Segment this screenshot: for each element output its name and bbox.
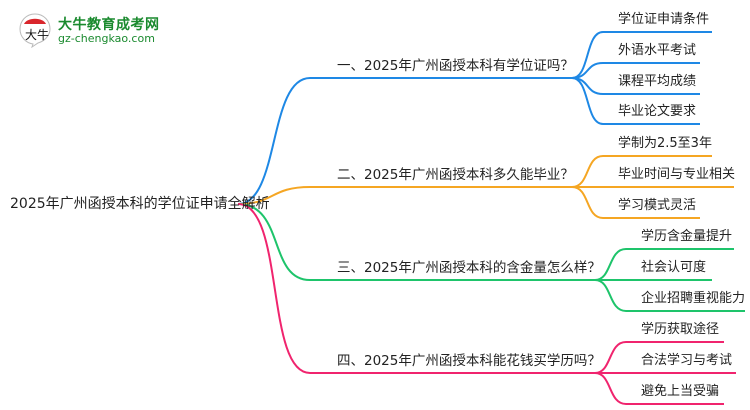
- branch-node-3[interactable]: 三、2025年广州函授本科的含金量怎么样？: [337, 260, 601, 276]
- leaf-node[interactable]: 学习模式灵活: [618, 198, 697, 213]
- logo-site-url: gz-chengkao.com: [58, 32, 155, 45]
- connectors-branch-2-children: [571, 155, 734, 219]
- leaf-node[interactable]: 学制为2.5至3年: [618, 136, 712, 151]
- leaf-node[interactable]: 毕业论文要求: [618, 104, 697, 119]
- leaf-node[interactable]: 合法学习与考试: [641, 353, 733, 368]
- connectors-branch-4-children: [594, 341, 736, 405]
- connector-branch-3: [237, 203, 595, 281]
- connectors-branch-3-children: [594, 248, 745, 312]
- connector-branch-4: [237, 203, 595, 374]
- leaf-node[interactable]: 毕业时间与专业相关: [618, 167, 736, 182]
- branch-node-1[interactable]: 一、2025年广州函授本科有学位证吗？: [337, 58, 574, 74]
- leaf-node[interactable]: 课程平均成绩: [618, 74, 697, 89]
- leaf-node[interactable]: 社会认可度: [641, 260, 707, 275]
- logo-site-name: 大牛教育成考网: [58, 17, 160, 33]
- connector-branch-1: [237, 77, 572, 205]
- connectors-branch-1-children: [571, 31, 712, 125]
- root-node[interactable]: 2025年广州函授本科的学位证申请全解析: [10, 196, 270, 212]
- connector-branch-2: [237, 186, 572, 205]
- svg-text:大牛: 大牛: [25, 27, 49, 42]
- site-logo[interactable]: 大牛 大牛教育成考网 gz-chengkao.com: [18, 10, 168, 50]
- leaf-node[interactable]: 外语水平考试: [618, 43, 697, 58]
- logo-badge-icon: 大牛: [19, 13, 51, 48]
- leaf-node[interactable]: 学历获取途径: [641, 322, 720, 337]
- leaf-node[interactable]: 学历含金量提升: [641, 229, 733, 244]
- branch-node-2[interactable]: 二、2025年广州函授本科多久能毕业？: [337, 167, 574, 183]
- leaf-node[interactable]: 避免上当受骗: [641, 384, 720, 399]
- branch-node-4[interactable]: 四、2025年广州函授本科能花钱买学历吗？: [337, 353, 601, 369]
- leaf-node[interactable]: 企业招聘重视能力: [641, 291, 746, 306]
- leaf-node[interactable]: 学位证申请条件: [618, 12, 710, 27]
